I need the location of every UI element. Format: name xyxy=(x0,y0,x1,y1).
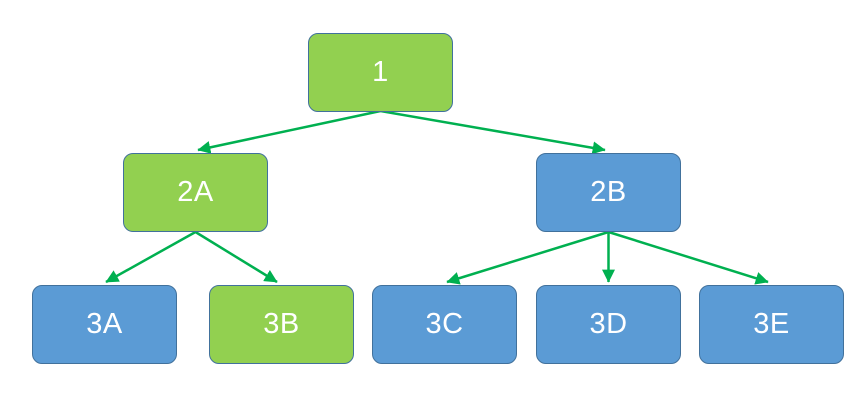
node-3D-label: 3D xyxy=(589,308,628,340)
node-3C-label: 3C xyxy=(425,308,464,340)
node-3E[interactable]: 3E xyxy=(699,285,844,364)
node-2A-label: 2A xyxy=(177,176,214,208)
node-3D[interactable]: 3D xyxy=(536,285,681,364)
edge-2B-3E xyxy=(608,230,769,285)
node-3E-label: 3E xyxy=(753,308,790,340)
edge-1-2A xyxy=(197,109,381,154)
node-3A[interactable]: 3A xyxy=(32,285,177,364)
edge-2A-3A xyxy=(105,230,197,284)
node-3A-label: 3A xyxy=(86,308,123,340)
node-3C[interactable]: 3C xyxy=(372,285,517,364)
node-2B[interactable]: 2B xyxy=(536,153,681,232)
node-1-label: 1 xyxy=(372,56,389,88)
edge-1-2B xyxy=(380,109,606,155)
node-1[interactable]: 1 xyxy=(308,33,453,112)
node-2A[interactable]: 2A xyxy=(123,153,268,232)
edge-2B-3C xyxy=(446,230,609,285)
node-3B-label: 3B xyxy=(263,308,300,340)
edge-2A-3B xyxy=(194,230,278,284)
node-2B-label: 2B xyxy=(590,176,627,208)
node-3B[interactable]: 3B xyxy=(209,285,354,364)
